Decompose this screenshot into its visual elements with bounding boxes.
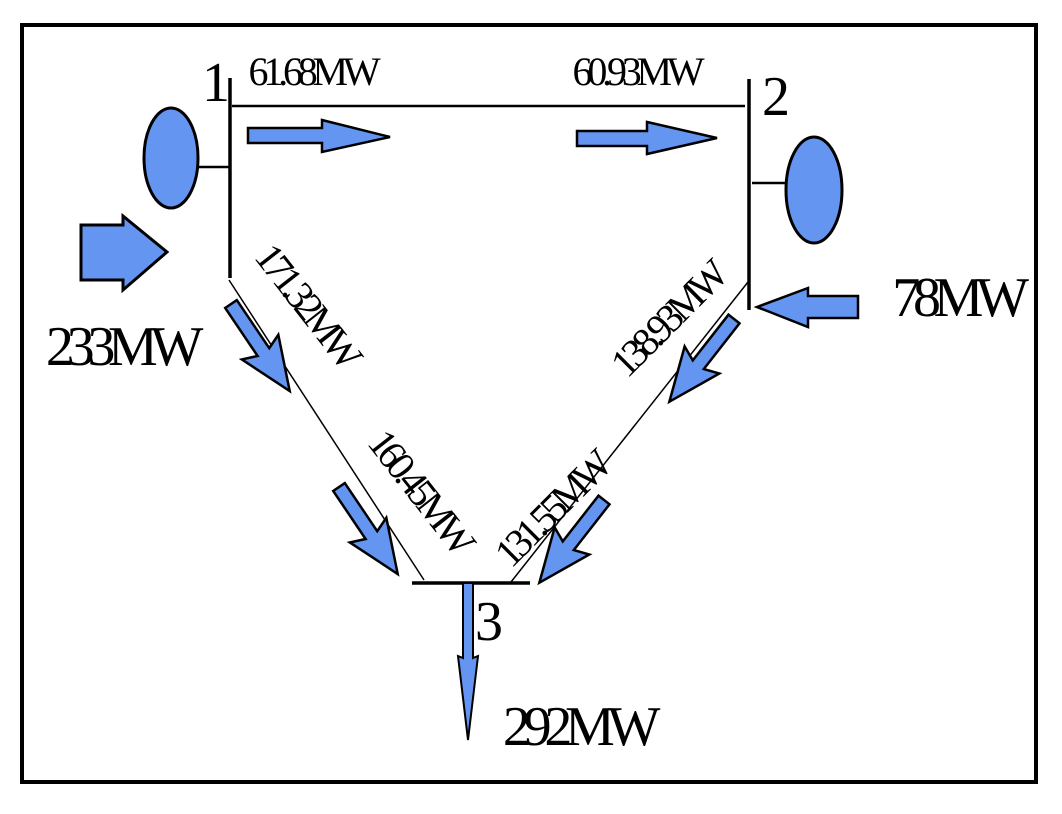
injection-arrow-bus1 <box>79 212 170 294</box>
injection-label-bus2: 78MW <box>892 267 1029 329</box>
flow-label-1-2-receiving: 60.93MW <box>572 49 705 94</box>
flow-arrow-1-3-receiving <box>331 481 400 577</box>
flow-arrow-2-3-receiving <box>537 493 612 586</box>
flow-arrow-2-3-sending <box>667 312 742 405</box>
generator-1-symbol <box>142 106 200 210</box>
injection-arrow-bus2 <box>753 286 860 329</box>
generator-2-symbol <box>784 135 844 245</box>
flow-label-1-2-sending: 61.68MW <box>248 49 381 94</box>
injection-label-bus1: 233MW <box>45 316 204 378</box>
line-1-3 <box>228 279 425 581</box>
bus-3-label: 3 <box>475 591 503 653</box>
flow-arrow-1-3-sending <box>223 298 292 394</box>
load-arrow-bus3 <box>456 582 480 741</box>
bus-2-label: 2 <box>762 66 790 128</box>
load-label-bus3: 292MW <box>502 696 661 758</box>
bus-1-label: 1 <box>202 52 230 114</box>
line-2-3 <box>510 281 749 583</box>
diagram-border <box>20 23 1038 784</box>
flow-arrow-1-2-sending <box>246 118 391 154</box>
flow-arrow-1-2-receiving <box>575 120 718 156</box>
